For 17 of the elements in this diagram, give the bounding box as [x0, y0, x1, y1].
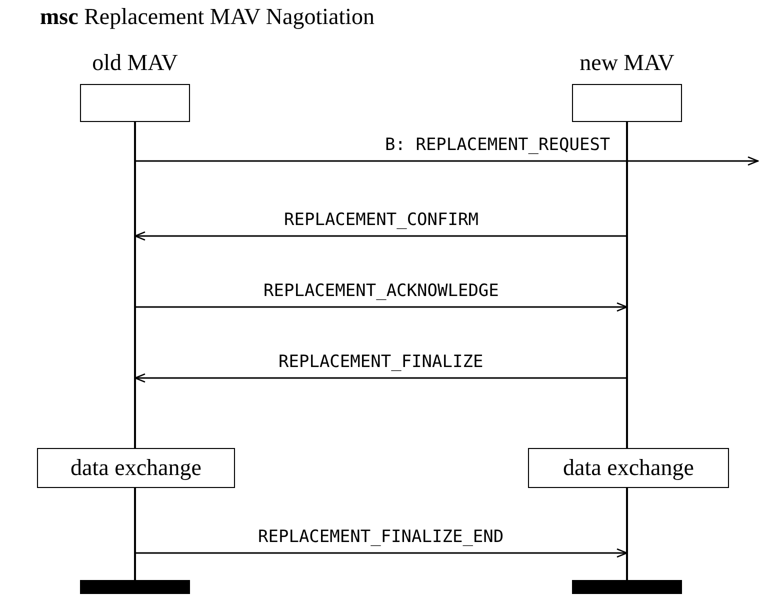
message-label: B: REPLACEMENT_REQUEST: [383, 135, 612, 155]
message-arrow: [135, 548, 628, 558]
message-arrow: [135, 302, 628, 312]
message-arrow: [134, 373, 627, 383]
message-label: REPLACEMENT_FINALIZE_END: [256, 527, 506, 547]
message-arrow: [135, 156, 759, 166]
instance-end-bar: [572, 580, 682, 594]
instance-end-bar: [80, 580, 190, 594]
message-label: REPLACEMENT_ACKNOWLEDGE: [262, 281, 501, 301]
instance-name: old MAV: [91, 50, 179, 76]
action-box: data exchange: [37, 448, 235, 488]
action-box: data exchange: [528, 448, 729, 488]
message-label: REPLACEMENT_CONFIRM: [282, 210, 480, 230]
instance-name: new MAV: [578, 50, 676, 76]
message-arrow: [134, 231, 627, 241]
message-label: REPLACEMENT_FINALIZE: [276, 352, 486, 372]
diagram-title: msc Replacement MAV Nagotiation: [40, 4, 375, 30]
